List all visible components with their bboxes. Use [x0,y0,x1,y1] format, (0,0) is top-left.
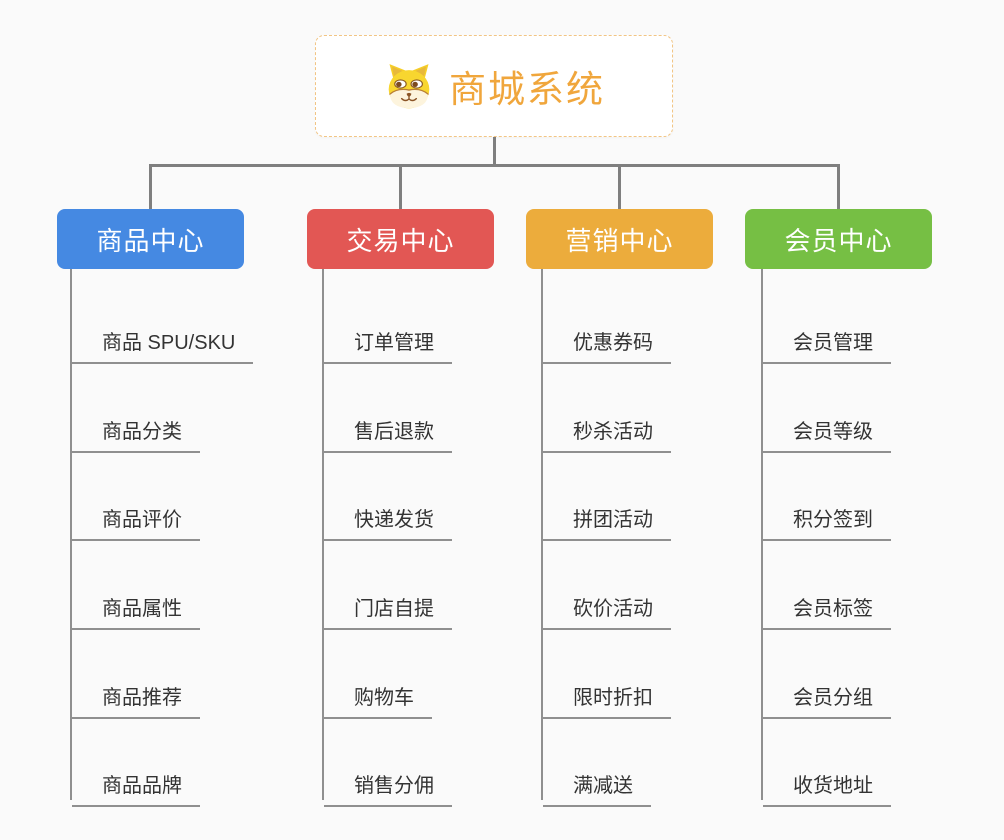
branch-children-column: 订单管理售后退款快递发货门店自提购物车销售分佣 [322,269,452,807]
child-node[interactable]: 满减送 [543,760,651,807]
child-node[interactable]: 优惠券码 [543,317,671,364]
child-node[interactable]: 积分签到 [763,494,891,541]
child-node[interactable]: 会员管理 [763,317,891,364]
branch-header-1[interactable]: 商品中心 [57,209,244,269]
root-stem-connector [493,136,496,166]
child-node[interactable]: 商品属性 [72,583,200,630]
branch-header-4[interactable]: 会员中心 [745,209,932,269]
child-node[interactable]: 商品评价 [72,494,200,541]
branch-drop-connector [149,164,152,210]
child-node[interactable]: 售后退款 [324,406,452,453]
branch-children-column: 会员管理会员等级积分签到会员标签会员分组收货地址 [761,269,891,807]
branch-children-column: 优惠券码秒杀活动拼团活动砍价活动限时折扣满减送 [541,269,671,807]
branch-drop-connector [618,164,621,210]
child-node[interactable]: 销售分佣 [324,760,452,807]
child-node[interactable]: 限时折扣 [543,672,671,719]
child-node[interactable]: 商品 SPU/SKU [72,317,254,364]
child-node[interactable]: 商品分类 [72,406,200,453]
child-node[interactable]: 秒杀活动 [543,406,671,453]
child-node[interactable]: 订单管理 [324,317,452,364]
branch-horizontal-connector [149,164,840,167]
child-node[interactable]: 砍价活动 [543,583,671,630]
root-node-title: 商城系统 [449,69,605,110]
branch-children-column: 商品 SPU/SKU 商品分类商品评价商品属性商品推荐商品品牌 [70,269,254,807]
child-node[interactable]: 快递发货 [324,494,452,541]
child-node[interactable]: 门店自提 [324,583,452,630]
child-node[interactable]: 商品推荐 [72,672,200,719]
dog-face-icon [388,64,430,109]
branch-header-2[interactable]: 交易中心 [307,209,494,269]
child-node[interactable]: 拼团活动 [543,494,671,541]
child-node[interactable]: 收货地址 [763,760,891,807]
root-node[interactable]: 商城系统 [315,35,673,137]
branch-header-3[interactable]: 营销中心 [526,209,713,269]
child-node[interactable]: 会员分组 [763,672,891,719]
branch-drop-connector [837,164,840,210]
child-node[interactable]: 会员等级 [763,406,891,453]
branch-drop-connector [399,164,402,210]
child-node[interactable]: 购物车 [324,672,432,719]
child-node[interactable]: 会员标签 [763,583,891,630]
child-node[interactable]: 商品品牌 [72,760,200,807]
